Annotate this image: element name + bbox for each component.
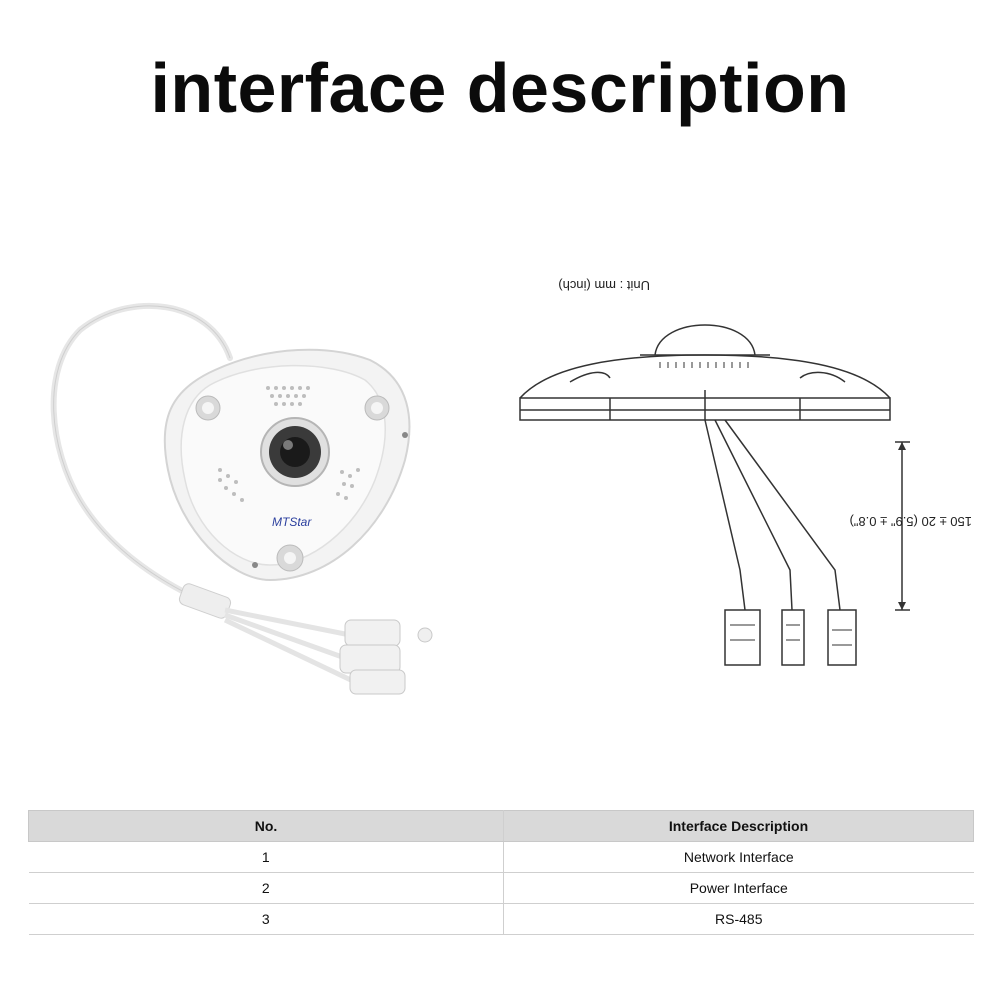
dimension-label: 150 ± 20 (5.9" ± 0.8") bbox=[849, 514, 972, 529]
table-header-row: No. Interface Description bbox=[28, 810, 974, 842]
table-row: 3 RS-485 bbox=[28, 903, 974, 935]
cell-description: Power Interface bbox=[503, 872, 974, 904]
table-row: 2 Power Interface bbox=[28, 872, 974, 904]
interface-table: No. Interface Description 1 Network Inte… bbox=[28, 810, 974, 935]
brand-logo: MTStar bbox=[272, 515, 312, 529]
table-row: 1 Network Interface bbox=[28, 841, 974, 873]
cell-description: RS-485 bbox=[503, 903, 974, 935]
unit-label: Unit : mm (inch) bbox=[558, 278, 650, 293]
cell-no: 2 bbox=[28, 872, 504, 904]
column-header-description: Interface Description bbox=[503, 810, 974, 842]
page-title: interface description bbox=[150, 49, 850, 127]
column-header-no: No. bbox=[28, 810, 504, 842]
cell-no: 1 bbox=[28, 841, 504, 873]
cell-description: Network Interface bbox=[503, 841, 974, 873]
camera-photo: MTStar bbox=[50, 302, 433, 695]
dimension-drawing bbox=[519, 324, 910, 666]
cell-no: 3 bbox=[28, 903, 504, 935]
